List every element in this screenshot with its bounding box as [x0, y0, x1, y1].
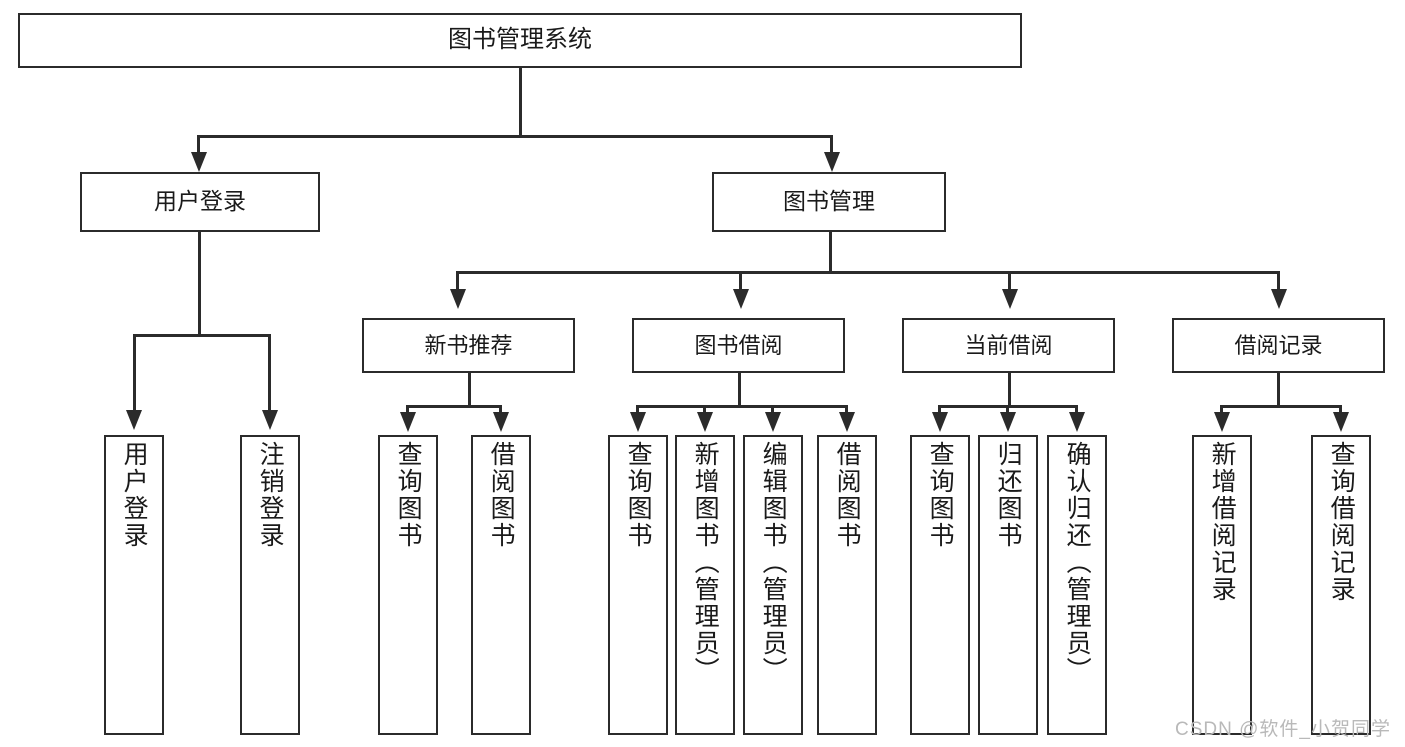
connector-book-manage-stem: [829, 232, 832, 274]
arrow-to-leaf-user-login: [126, 410, 142, 430]
connector-book-manage-drop-2: [739, 271, 742, 293]
connector-borrow-record-drop-2: [1339, 405, 1342, 415]
node-borrow-record-label: 借阅记录: [1234, 332, 1323, 358]
node-user-login-label: 用户登录: [154, 188, 246, 215]
connector-new-book-rec-stem: [468, 372, 471, 408]
connector-book-borrow-drop-4: [845, 405, 848, 415]
connector-current-borrow-stem: [1008, 372, 1011, 408]
connector-book-manage-drop-3: [1008, 271, 1011, 293]
leaf-edit-book-admin-label: 编辑图书（管理员）: [759, 441, 788, 684]
node-book-manage[interactable]: 图书管理: [712, 172, 946, 232]
arrow-to-leaf-logout: [262, 410, 278, 430]
arrow-to-current-borrow: [1002, 289, 1018, 309]
connector-borrow-record-drop-1: [1220, 405, 1223, 415]
leaf-add-borrow-record[interactable]: 新增借阅记录: [1192, 435, 1252, 735]
leaf-query-borrow-record-label: 查询借阅记录: [1327, 441, 1356, 603]
arrow-to-leaf-borrow-book-2: [839, 412, 855, 432]
arrow-to-book-borrow: [733, 289, 749, 309]
node-borrow-record[interactable]: 借阅记录: [1172, 318, 1385, 373]
arrow-to-leaf-query-book-3: [932, 412, 948, 432]
connector-borrow-record-stem: [1277, 372, 1280, 408]
node-new-book-recommend-label: 新书推荐: [424, 332, 513, 358]
arrow-to-book-manage: [824, 152, 840, 172]
leaf-query-book-borrow-label: 查询图书: [624, 441, 653, 549]
node-book-borrow-label: 图书借阅: [694, 332, 783, 358]
arrow-to-leaf-add-book: [697, 412, 713, 432]
arrow-to-leaf-borrow-book-1: [493, 412, 509, 432]
leaf-query-book-current-label: 查询图书: [926, 441, 955, 549]
leaf-borrow-book-borrow[interactable]: 借阅图书: [817, 435, 877, 735]
leaf-query-borrow-record[interactable]: 查询借阅记录: [1311, 435, 1371, 735]
connector-book-borrow-drop-3: [771, 405, 774, 415]
leaf-return-book[interactable]: 归还图书: [978, 435, 1038, 735]
arrow-to-user-login: [191, 152, 207, 172]
node-new-book-recommend[interactable]: 新书推荐: [362, 318, 575, 373]
connector-root-stem: [519, 68, 522, 137]
node-root-system-label: 图书管理系统: [448, 26, 592, 54]
leaf-return-book-label: 归还图书: [994, 441, 1023, 549]
leaf-query-book-borrow[interactable]: 查询图书: [608, 435, 668, 735]
connector-user-login-bus-left: [133, 334, 136, 414]
connector-book-borrow-stem: [738, 372, 741, 408]
leaf-edit-book-admin[interactable]: 编辑图书（管理员）: [743, 435, 803, 735]
node-root-system[interactable]: 图书管理系统: [18, 13, 1022, 68]
connector-root-right-drop: [830, 135, 833, 157]
watermark: CSDN @软件_小贺同学: [1175, 719, 1391, 740]
node-current-borrow-label: 当前借阅: [964, 332, 1053, 358]
connector-user-login-bus: [133, 334, 271, 337]
leaf-query-book-rec-label: 查询图书: [394, 441, 423, 549]
arrow-to-leaf-query-book-2: [630, 412, 646, 432]
connector-new-book-rec-drop-2: [499, 405, 502, 415]
leaf-query-book-rec[interactable]: 查询图书: [378, 435, 438, 735]
arrow-to-borrow-record: [1271, 289, 1287, 309]
leaf-confirm-return-admin[interactable]: 确认归还（管理员）: [1047, 435, 1107, 735]
leaf-borrow-book-borrow-label: 借阅图书: [833, 441, 862, 549]
connector-book-borrow-drop-2: [703, 405, 706, 415]
connector-book-borrow-bus: [636, 405, 848, 408]
leaf-add-book-admin-label: 新增图书（管理员）: [691, 441, 720, 684]
connector-book-borrow-drop-1: [636, 405, 639, 415]
connector-book-manage-drop-1: [456, 271, 459, 293]
connector-user-login-stem: [198, 232, 201, 336]
arrow-to-new-book-rec: [450, 289, 466, 309]
node-user-login[interactable]: 用户登录: [80, 172, 320, 232]
connector-current-borrow-drop-1: [938, 405, 941, 415]
node-book-manage-label: 图书管理: [783, 188, 875, 215]
connector-root-bus: [197, 135, 833, 138]
connector-root-left-drop: [197, 135, 200, 157]
leaf-logout-label: 注销登录: [256, 441, 285, 549]
arrow-to-leaf-query-book-1: [400, 412, 416, 432]
leaf-borrow-book-rec-label: 借阅图书: [487, 441, 516, 549]
connector-borrow-record-bus: [1220, 405, 1342, 408]
node-book-borrow[interactable]: 图书借阅: [632, 318, 845, 373]
leaf-logout[interactable]: 注销登录: [240, 435, 300, 735]
connector-user-login-bus-right: [268, 334, 271, 414]
connector-current-borrow-drop-2: [1006, 405, 1009, 415]
leaf-user-login-label: 用户登录: [120, 441, 149, 549]
node-current-borrow[interactable]: 当前借阅: [902, 318, 1115, 373]
leaf-user-login[interactable]: 用户登录: [104, 435, 164, 735]
arrow-to-leaf-confirm-return: [1069, 412, 1085, 432]
arrow-to-leaf-add-record: [1214, 412, 1230, 432]
connector-book-manage-drop-4: [1277, 271, 1280, 293]
leaf-borrow-book-rec[interactable]: 借阅图书: [471, 435, 531, 735]
connector-new-book-rec-bus: [406, 405, 502, 408]
leaf-confirm-return-admin-label: 确认归还（管理员）: [1063, 441, 1092, 684]
connector-new-book-rec-drop-1: [406, 405, 409, 415]
connector-current-borrow-drop-3: [1075, 405, 1078, 415]
leaf-add-borrow-record-label: 新增借阅记录: [1208, 441, 1237, 603]
connector-book-manage-bus: [456, 271, 1280, 274]
arrow-to-leaf-edit-book: [765, 412, 781, 432]
arrow-to-leaf-query-record: [1333, 412, 1349, 432]
leaf-add-book-admin[interactable]: 新增图书（管理员）: [675, 435, 735, 735]
arrow-to-leaf-return-book: [1000, 412, 1016, 432]
leaf-query-book-current[interactable]: 查询图书: [910, 435, 970, 735]
